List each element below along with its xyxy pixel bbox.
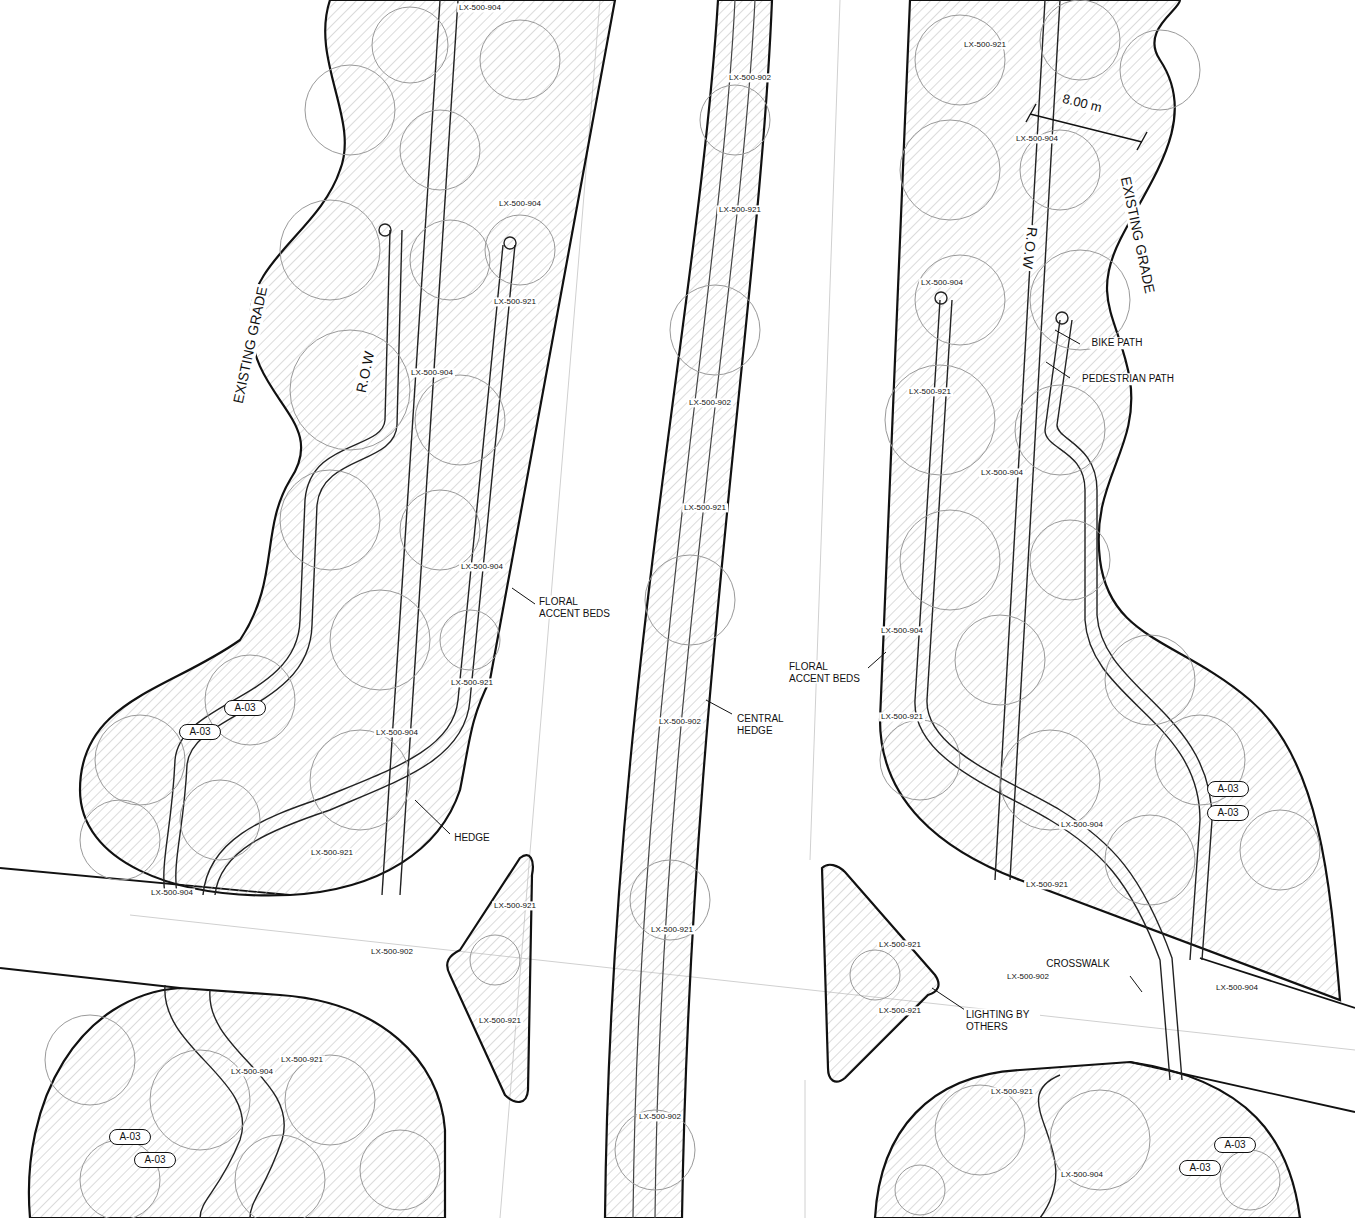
- callout-text: A-03: [1189, 1162, 1210, 1174]
- tag-label: LX-500-921: [649, 925, 695, 934]
- tag-label: LX-500-904: [879, 626, 925, 635]
- note-label: HEDGE: [452, 832, 492, 844]
- note-label: CENTRAL HEDGE: [735, 713, 801, 736]
- note-label: LIGHTING BY OTHERS: [964, 1009, 1040, 1032]
- tag-label: LX-500-902: [657, 717, 703, 726]
- tag-label: LX-500-902: [637, 1112, 683, 1121]
- callout-text: A-03: [144, 1154, 165, 1166]
- note-label: FLORAL ACCENT BEDS: [537, 596, 613, 619]
- callout-pill: A-03: [109, 1129, 150, 1145]
- tag-label: LX-500-921: [449, 678, 495, 687]
- callout-pill: A-03: [1207, 781, 1248, 797]
- callout-pill: A-03: [179, 724, 220, 740]
- tag-label: LX-500-902: [687, 398, 733, 407]
- tag-label: LX-500-904: [409, 368, 455, 377]
- central-hedge: [633, 0, 755, 1218]
- tag-label: LX-500-921: [309, 848, 355, 857]
- callout-pill: A-03: [1179, 1160, 1220, 1176]
- tag-label: LX-500-904: [1059, 1170, 1105, 1179]
- tag-label: LX-500-921: [879, 712, 925, 721]
- note-label: BIKE PATH: [1090, 337, 1145, 349]
- callout-text: A-03: [1224, 1139, 1245, 1151]
- callout-text: A-03: [119, 1131, 140, 1143]
- paths: [164, 0, 1212, 1218]
- tag-label: LX-500-904: [1059, 820, 1105, 829]
- callout-pill: A-03: [1207, 805, 1248, 821]
- tag-label: LX-500-921: [1024, 880, 1070, 889]
- note-label: FLORAL ACCENT BEDS: [787, 661, 863, 684]
- tag-label: LX-500-921: [279, 1055, 325, 1064]
- callout-text: A-03: [1217, 783, 1238, 795]
- tag-label: LX-500-921: [492, 901, 538, 910]
- callout-text: A-03: [189, 726, 210, 738]
- tag-label: LX-500-904: [497, 199, 543, 208]
- tag-label: LX-500-904: [1014, 134, 1060, 143]
- tag-label: LX-500-904: [919, 278, 965, 287]
- tag-label: LX-500-904: [149, 888, 195, 897]
- note-label: PEDESTRIAN PATH: [1080, 373, 1176, 385]
- tag-label: LX-500-921: [962, 40, 1008, 49]
- tag-label: LX-500-902: [1005, 972, 1051, 981]
- tag-label: LX-500-921: [877, 1006, 923, 1015]
- tag-label: LX-500-921: [682, 503, 728, 512]
- tag-label: LX-500-904: [457, 3, 503, 12]
- tag-label: LX-500-921: [492, 297, 538, 306]
- tag-label: LX-500-902: [369, 947, 415, 956]
- planting-blocks: [29, 0, 1340, 1218]
- callout-pill: A-03: [134, 1152, 175, 1168]
- leader-lines: [415, 330, 1142, 1010]
- callout-pill: A-03: [1214, 1137, 1255, 1153]
- tag-label: LX-500-921: [989, 1087, 1035, 1096]
- tag-label: LX-500-904: [374, 728, 420, 737]
- tag-label: LX-500-902: [727, 73, 773, 82]
- callout-pill: A-03: [224, 700, 265, 716]
- tree-canopies: [45, 0, 1320, 1218]
- tag-label: LX-500-904: [979, 468, 1025, 477]
- tag-label: LX-500-904: [1214, 983, 1260, 992]
- note-label: CROSSWALK: [1044, 958, 1112, 970]
- callout-text: A-03: [1217, 807, 1238, 819]
- tag-label: LX-500-904: [459, 562, 505, 571]
- tag-label: LX-500-904: [229, 1067, 275, 1076]
- callout-text: A-03: [234, 702, 255, 714]
- tag-label: LX-500-921: [877, 940, 923, 949]
- tag-label: LX-500-921: [907, 387, 953, 396]
- tag-label: LX-500-921: [477, 1016, 523, 1025]
- tag-label: LX-500-921: [717, 205, 763, 214]
